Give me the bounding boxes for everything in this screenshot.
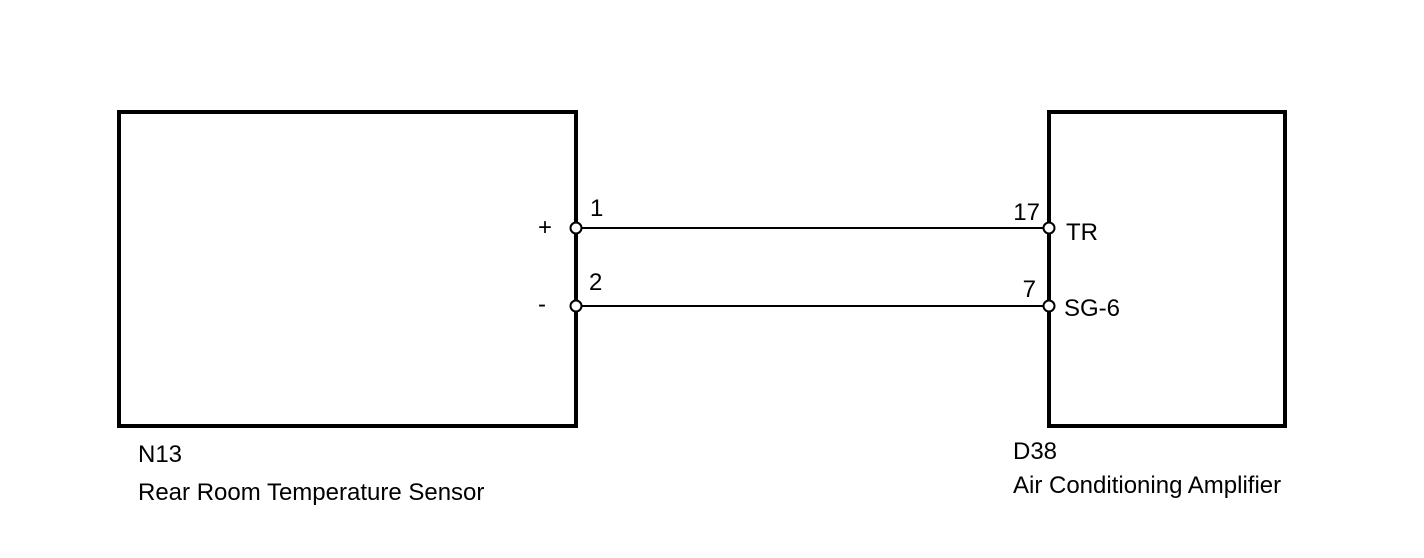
amplifier-pin-17-number: 17: [1013, 199, 1040, 226]
sensor-pin-2-number: 2: [589, 269, 602, 296]
amplifier-pin-7-terminal: [1042, 299, 1056, 313]
sensor-pin-2-terminal: [569, 299, 583, 313]
amplifier-pin-17-terminal: [1042, 221, 1056, 235]
sensor-pin-1-terminal: [569, 221, 583, 235]
sensor-pin-1-number: 1: [590, 195, 603, 222]
sensor-pin-1-polarity: +: [538, 214, 552, 241]
amplifier-box: [1047, 110, 1287, 428]
amplifier-code: D38: [1013, 438, 1057, 465]
amplifier-pin-7-signal: SG-6: [1064, 295, 1120, 322]
amplifier-name: Air Conditioning Amplifier: [1013, 472, 1281, 499]
amplifier-pin-17-signal: TR: [1066, 219, 1098, 246]
sensor-code: N13: [138, 441, 182, 468]
sensor-box: [117, 110, 578, 428]
sensor-pin-2-polarity: -: [538, 291, 546, 318]
sensor-name: Rear Room Temperature Sensor: [138, 479, 484, 506]
amplifier-pin-7-number: 7: [1023, 276, 1036, 303]
